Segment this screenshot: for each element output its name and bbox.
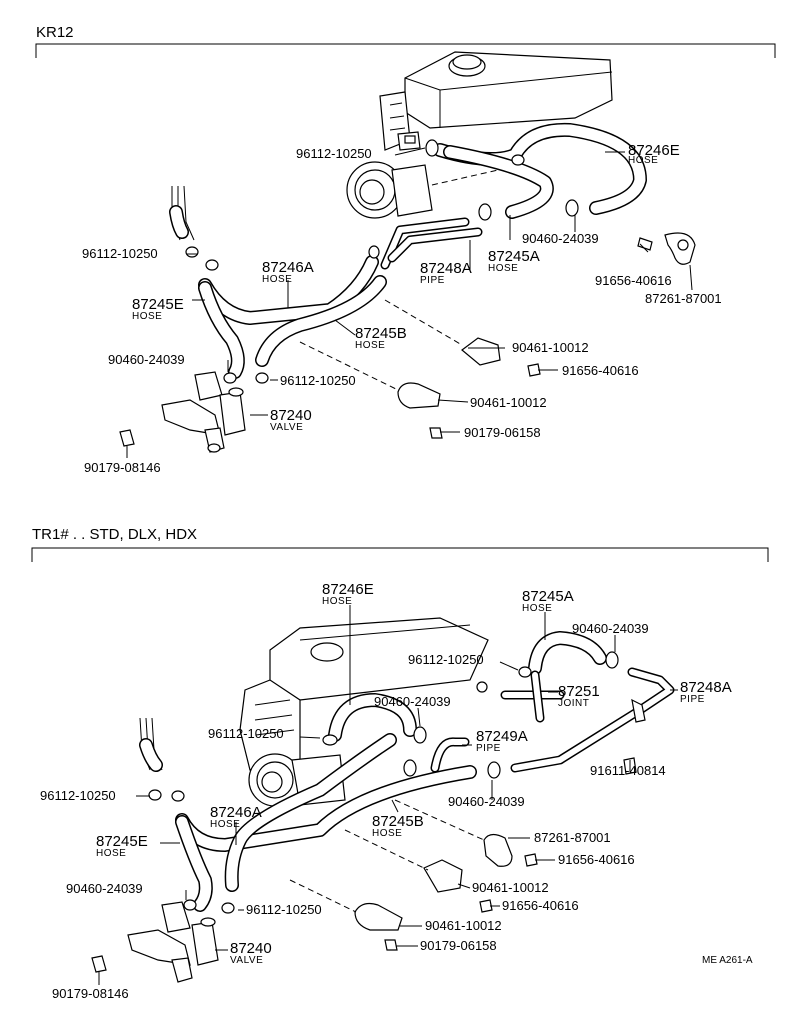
label-90460-24039: 90460-24039 <box>448 794 525 809</box>
hose-87245B <box>255 275 387 367</box>
label-90461-10012: 90461-10012 <box>472 880 549 895</box>
label-96112-10250: 96112-10250 <box>246 902 322 917</box>
label-87246E-hose: HOSE <box>628 155 658 166</box>
clip-parts <box>91 698 646 973</box>
section-title-tr1: TR1# . . STD, DLX, HDX <box>32 526 197 543</box>
hose-87245E <box>198 281 245 379</box>
label-90179-08146: 90179-08146 <box>84 460 161 475</box>
label-87246E: 87246E <box>628 142 680 159</box>
label-90179-06158: 90179-06158 <box>420 938 497 953</box>
hose-87246A <box>175 765 477 852</box>
hose-87246E <box>328 693 417 742</box>
hose-87245E <box>175 815 213 912</box>
label-91656-40616: 91656-40616 <box>562 363 639 378</box>
label-87240-valve: VALVE <box>270 422 303 433</box>
label-90179-08146: 90179-08146 <box>52 986 129 1001</box>
label-90460-24039: 90460-24039 <box>572 621 649 636</box>
engine-block-drawing <box>346 51 613 219</box>
label-87249A-pipe: PIPE <box>476 743 501 754</box>
valve-87240 <box>127 901 219 983</box>
heater-pipes <box>139 717 163 772</box>
label-90460-24039: 90460-24039 <box>66 881 143 896</box>
bracket-87261 <box>637 232 696 265</box>
label-87249A: 87249A <box>476 728 528 745</box>
label-87246A-hose: HOSE <box>262 274 292 285</box>
section-bracket <box>35 43 776 58</box>
label-87245A-hose: HOSE <box>522 603 552 614</box>
clamps <box>148 651 619 914</box>
label-96112-10250: 96112-10250 <box>40 788 116 803</box>
label-87248A: 87248A <box>680 679 732 696</box>
label-87245B-hose: HOSE <box>355 340 385 351</box>
label-90461-10012: 90461-10012 <box>425 918 502 933</box>
hose-87245A <box>443 145 554 219</box>
label-91656-40616: 91656-40616 <box>502 898 579 913</box>
label-87245E: 87245E <box>132 296 184 313</box>
label-96112-10250: 96112-10250 <box>82 246 158 261</box>
label-87246A: 87246A <box>262 259 314 276</box>
label-87245E-hose: HOSE <box>96 848 126 859</box>
label-87251: 87251 <box>558 683 600 700</box>
label-87246E: 87246E <box>322 581 374 598</box>
clip-parts <box>119 337 541 447</box>
label-90461-10012: 90461-10012 <box>470 395 547 410</box>
section-kr12: KR12 <box>35 24 776 475</box>
label-90460-24039: 90460-24039 <box>108 352 185 367</box>
section-tr1: TR1# . . STD, DLX, HDX <box>31 526 769 1001</box>
section-bracket <box>31 547 769 562</box>
pipe-87248A <box>510 667 675 773</box>
label-87245B: 87245B <box>355 325 407 342</box>
label-96112-10250: 96112-10250 <box>408 652 484 667</box>
label-87245B-hose: HOSE <box>372 828 402 839</box>
label-87251-joint: JOINT <box>558 698 589 709</box>
label-90461-10012: 90461-10012 <box>512 340 589 355</box>
label-87261-87001: 87261-87001 <box>645 291 722 306</box>
valve-87240 <box>161 371 246 453</box>
heater-pipes <box>169 185 195 241</box>
label-91611-40814: 91611-40814 <box>590 763 666 778</box>
label-87245A: 87245A <box>488 248 540 265</box>
label-87245E-hose: HOSE <box>132 311 162 322</box>
label-87240-valve: VALVE <box>230 955 263 966</box>
label-87245A: 87245A <box>522 588 574 605</box>
label-87246E-hose: HOSE <box>322 596 352 607</box>
label-87248A: 87248A <box>420 260 472 277</box>
label-87245A-hose: HOSE <box>488 263 518 274</box>
label-96112-10250: 96112-10250 <box>208 726 284 741</box>
label-87240: 87240 <box>270 407 312 424</box>
label-87240: 87240 <box>230 940 272 957</box>
label-87261-87001: 87261-87001 <box>534 830 611 845</box>
label-87248A-pipe: PIPE <box>420 275 445 286</box>
label-87245E: 87245E <box>96 833 148 850</box>
leader-lines <box>98 605 678 985</box>
label-91656-40616: 91656-40616 <box>558 852 635 867</box>
label-90179-06158: 90179-06158 <box>464 425 541 440</box>
hose-87245A <box>528 631 607 675</box>
label-96112-10250: 96112-10250 <box>296 146 372 161</box>
label-90460-24039: 90460-24039 <box>522 231 599 246</box>
hose-87245B <box>224 733 397 892</box>
label-96112-10250: 96112-10250 <box>280 373 356 388</box>
engine-block-drawing <box>239 617 489 807</box>
label-87246A-hose: HOSE <box>210 819 240 830</box>
leader-lines <box>126 147 693 458</box>
label-87245B: 87245B <box>372 813 424 830</box>
joint-87251 <box>500 670 565 723</box>
label-90460-24039: 90460-24039 <box>374 694 451 709</box>
pipe-87249A <box>430 737 470 773</box>
pipe-87248A <box>380 217 483 270</box>
label-87248A-pipe: PIPE <box>680 694 705 705</box>
section-title-kr12: KR12 <box>36 24 74 41</box>
figure-code: ME A261-A <box>702 955 753 966</box>
clamps <box>185 135 579 384</box>
label-91656-40616: 91656-40616 <box>595 273 672 288</box>
label-87246A: 87246A <box>210 804 262 821</box>
